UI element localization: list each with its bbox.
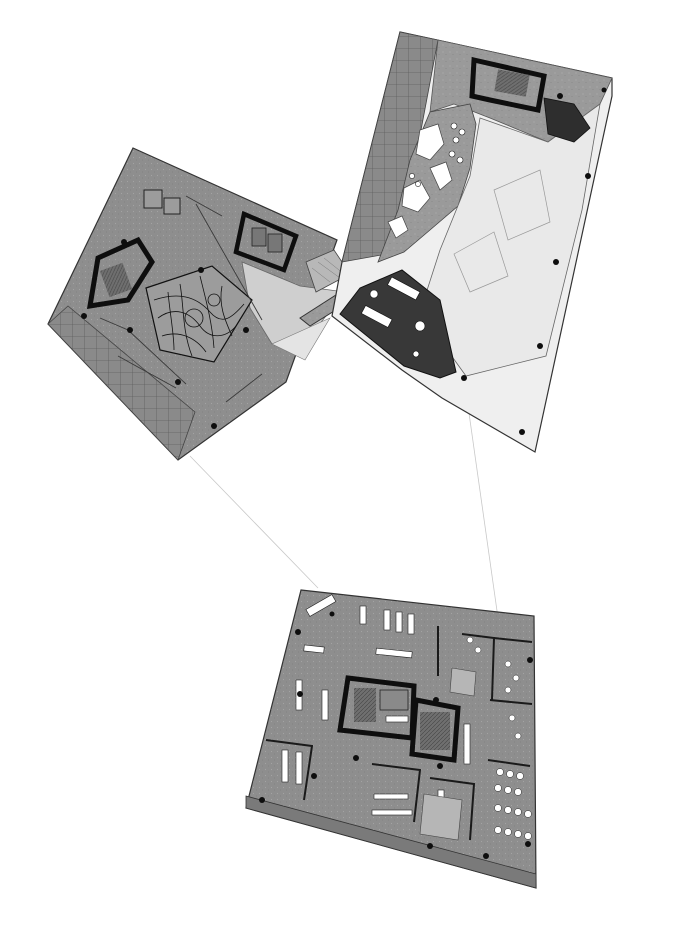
projection-lines — [189, 391, 501, 633]
lounge-furniture — [387, 123, 453, 239]
upper-left-tiled-terrace — [47, 305, 196, 461]
lower-edge-strip — [245, 795, 537, 889]
upper-left-columns — [81, 239, 249, 429]
lower-central-core — [337, 675, 461, 763]
dark-meeting-zone — [339, 269, 457, 379]
central-pattern-area — [145, 265, 253, 363]
dark-core-top — [543, 97, 591, 143]
lower-partitions — [265, 626, 533, 841]
upper-left-light-wedge — [271, 317, 331, 361]
floor-markings — [453, 169, 551, 293]
lower-columns — [259, 611, 533, 859]
upper-left-partitions — [99, 195, 263, 403]
stair-core-left — [86, 236, 155, 310]
lift-core — [233, 210, 299, 273]
lounge-seats — [409, 122, 466, 187]
lower-level-plan — [245, 589, 537, 889]
upper-right-columns — [461, 87, 607, 435]
meeting-tables — [361, 276, 426, 358]
stair-core-right — [469, 56, 547, 113]
lower-light-rooms — [419, 667, 477, 841]
upper-right-wing — [331, 31, 613, 453]
lower-round-tables — [466, 636, 532, 840]
upper-left-wing — [47, 147, 346, 461]
small-core-top — [143, 189, 181, 215]
